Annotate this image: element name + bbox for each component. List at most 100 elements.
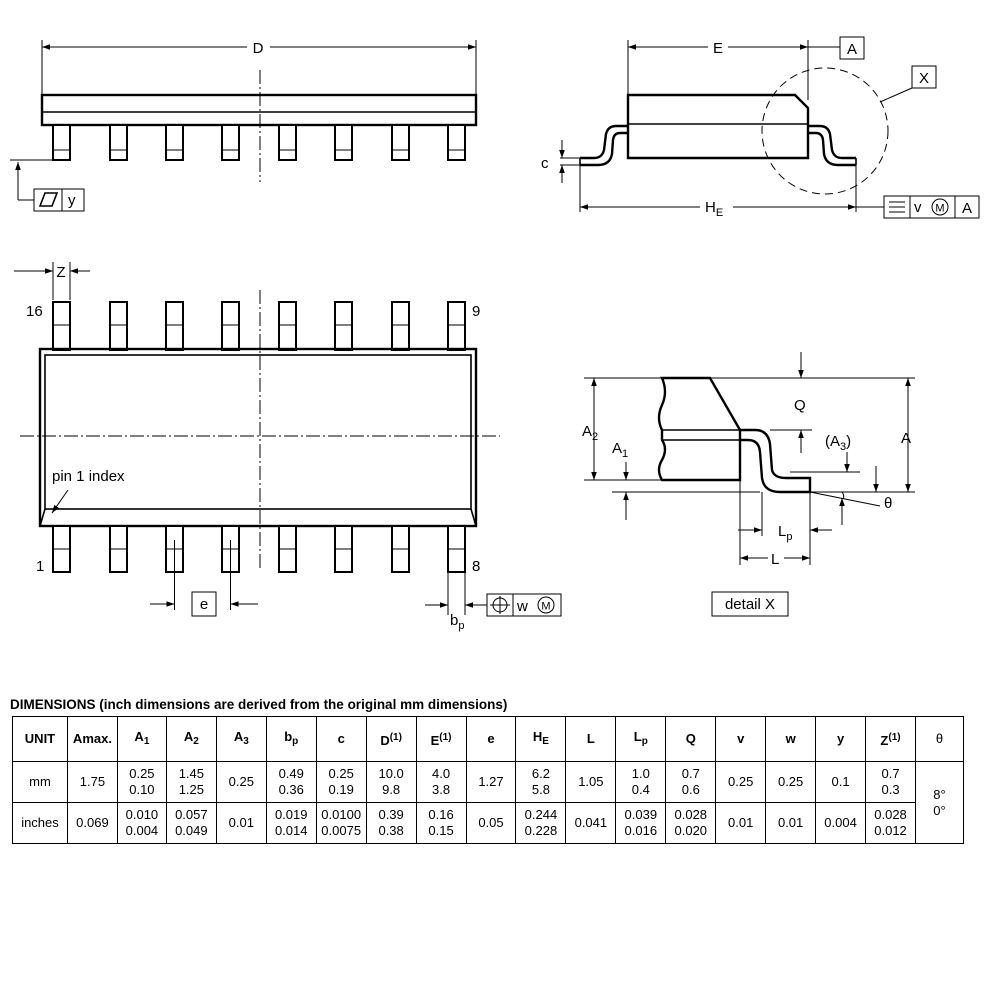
col-Lp: Lp xyxy=(615,716,667,762)
col-Q: Q xyxy=(665,716,717,762)
col-e: e xyxy=(465,716,517,762)
side-view-leads xyxy=(52,124,466,161)
pin-8-label: 8 xyxy=(472,558,480,575)
cell-unit: mm xyxy=(12,761,68,803)
end-body xyxy=(626,93,810,160)
position-tolerance-w-frame: w M xyxy=(486,593,562,617)
dim-bp-label: bp xyxy=(450,612,464,632)
cell-y: 0.004 xyxy=(815,802,867,844)
cell-v: 0.01 xyxy=(715,802,767,844)
detail-X-box: X xyxy=(911,65,937,89)
cell-L: 1.05 xyxy=(565,761,617,803)
dim-A1-label: A1 xyxy=(612,440,628,460)
col-v: v xyxy=(715,716,767,762)
dim-L-label: L xyxy=(771,551,779,568)
col-bp: bp xyxy=(265,716,317,762)
package-outline-drawing: D y xyxy=(10,36,980,632)
top-row-pins xyxy=(52,301,466,351)
dim-HE-label: HE xyxy=(705,199,723,219)
cell-A3: 0.25 xyxy=(215,761,267,803)
cell-A: 0.069 xyxy=(66,802,118,844)
flatness-tolerance-frame: y xyxy=(33,188,85,212)
dimensions-table: UNIT Amax. A1 A2 A3 bp c D(1) E(1) e HE … xyxy=(12,716,964,844)
col-Z: Z(1) xyxy=(865,716,916,762)
cell-w: 0.25 xyxy=(765,761,817,803)
cell-y: 0.1 xyxy=(815,761,867,803)
cell-theta: 8°0° xyxy=(915,761,964,844)
top-body xyxy=(38,347,478,528)
pin-1-index-label: pin 1 index xyxy=(52,468,125,485)
col-D: D(1) xyxy=(365,716,417,762)
top-view: Z 16 9 pin 1 index xyxy=(14,262,562,632)
dim-A3-label: (A3) xyxy=(825,433,851,453)
dim-Z-label: Z xyxy=(56,264,65,281)
side-view: D y xyxy=(10,40,478,212)
dimensions-title: DIMENSIONS (inch dimensions are derived … xyxy=(10,697,508,712)
detail-X-circle xyxy=(761,67,889,195)
pin-16-label: 16 xyxy=(26,303,43,320)
cell-A: 1.75 xyxy=(66,761,118,803)
table-header-row: UNIT Amax. A1 A2 A3 bp c D(1) E(1) e HE … xyxy=(12,716,964,762)
svg-text:M: M xyxy=(541,601,550,613)
dim-A-label: A xyxy=(901,430,911,447)
col-E: E(1) xyxy=(415,716,467,762)
position-tolerance-v-frame: v M A xyxy=(883,195,980,219)
cell-unit: inches xyxy=(12,802,68,844)
col-c: c xyxy=(315,716,367,762)
col-A1: A1 xyxy=(116,716,167,762)
dim-D-label: D xyxy=(253,40,264,57)
dim-A2-label: A2 xyxy=(582,423,598,443)
end-view: E A X c HE xyxy=(541,36,980,219)
datum-A-box: A xyxy=(839,36,865,60)
svg-text:w: w xyxy=(516,598,528,615)
dim-Q-label: Q xyxy=(794,397,806,414)
pin-1-label: 1 xyxy=(36,558,44,575)
cell-v: 0.25 xyxy=(715,761,767,803)
dim-c-label: c xyxy=(541,155,549,172)
col-HE: HE xyxy=(515,716,567,762)
col-theta: θ xyxy=(915,716,964,762)
cell-e: 0.05 xyxy=(465,802,517,844)
dim-e-box: e xyxy=(191,591,217,617)
cell-A3: 0.01 xyxy=(215,802,267,844)
col-unit: UNIT xyxy=(12,716,68,762)
svg-text:e: e xyxy=(200,596,208,613)
cell-L: 0.041 xyxy=(565,802,617,844)
dim-theta-label: θ xyxy=(884,495,892,512)
cell-e: 1.27 xyxy=(465,761,517,803)
col-A2: A2 xyxy=(165,716,217,762)
svg-text:v: v xyxy=(914,199,922,216)
cell-w: 0.01 xyxy=(765,802,817,844)
tolerance-y-label: y xyxy=(68,192,76,209)
detail-X-caption: detail X xyxy=(711,591,789,617)
svg-text:X: X xyxy=(919,70,929,87)
svg-text:M: M xyxy=(935,203,944,215)
pin-9-label: 9 xyxy=(472,303,480,320)
col-A: Amax. xyxy=(66,716,118,762)
svg-text:detail X: detail X xyxy=(725,596,775,613)
col-A3: A3 xyxy=(215,716,267,762)
dim-Lp-label: Lp xyxy=(778,523,792,543)
svg-text:A: A xyxy=(962,200,972,217)
svg-text:A: A xyxy=(847,41,857,58)
